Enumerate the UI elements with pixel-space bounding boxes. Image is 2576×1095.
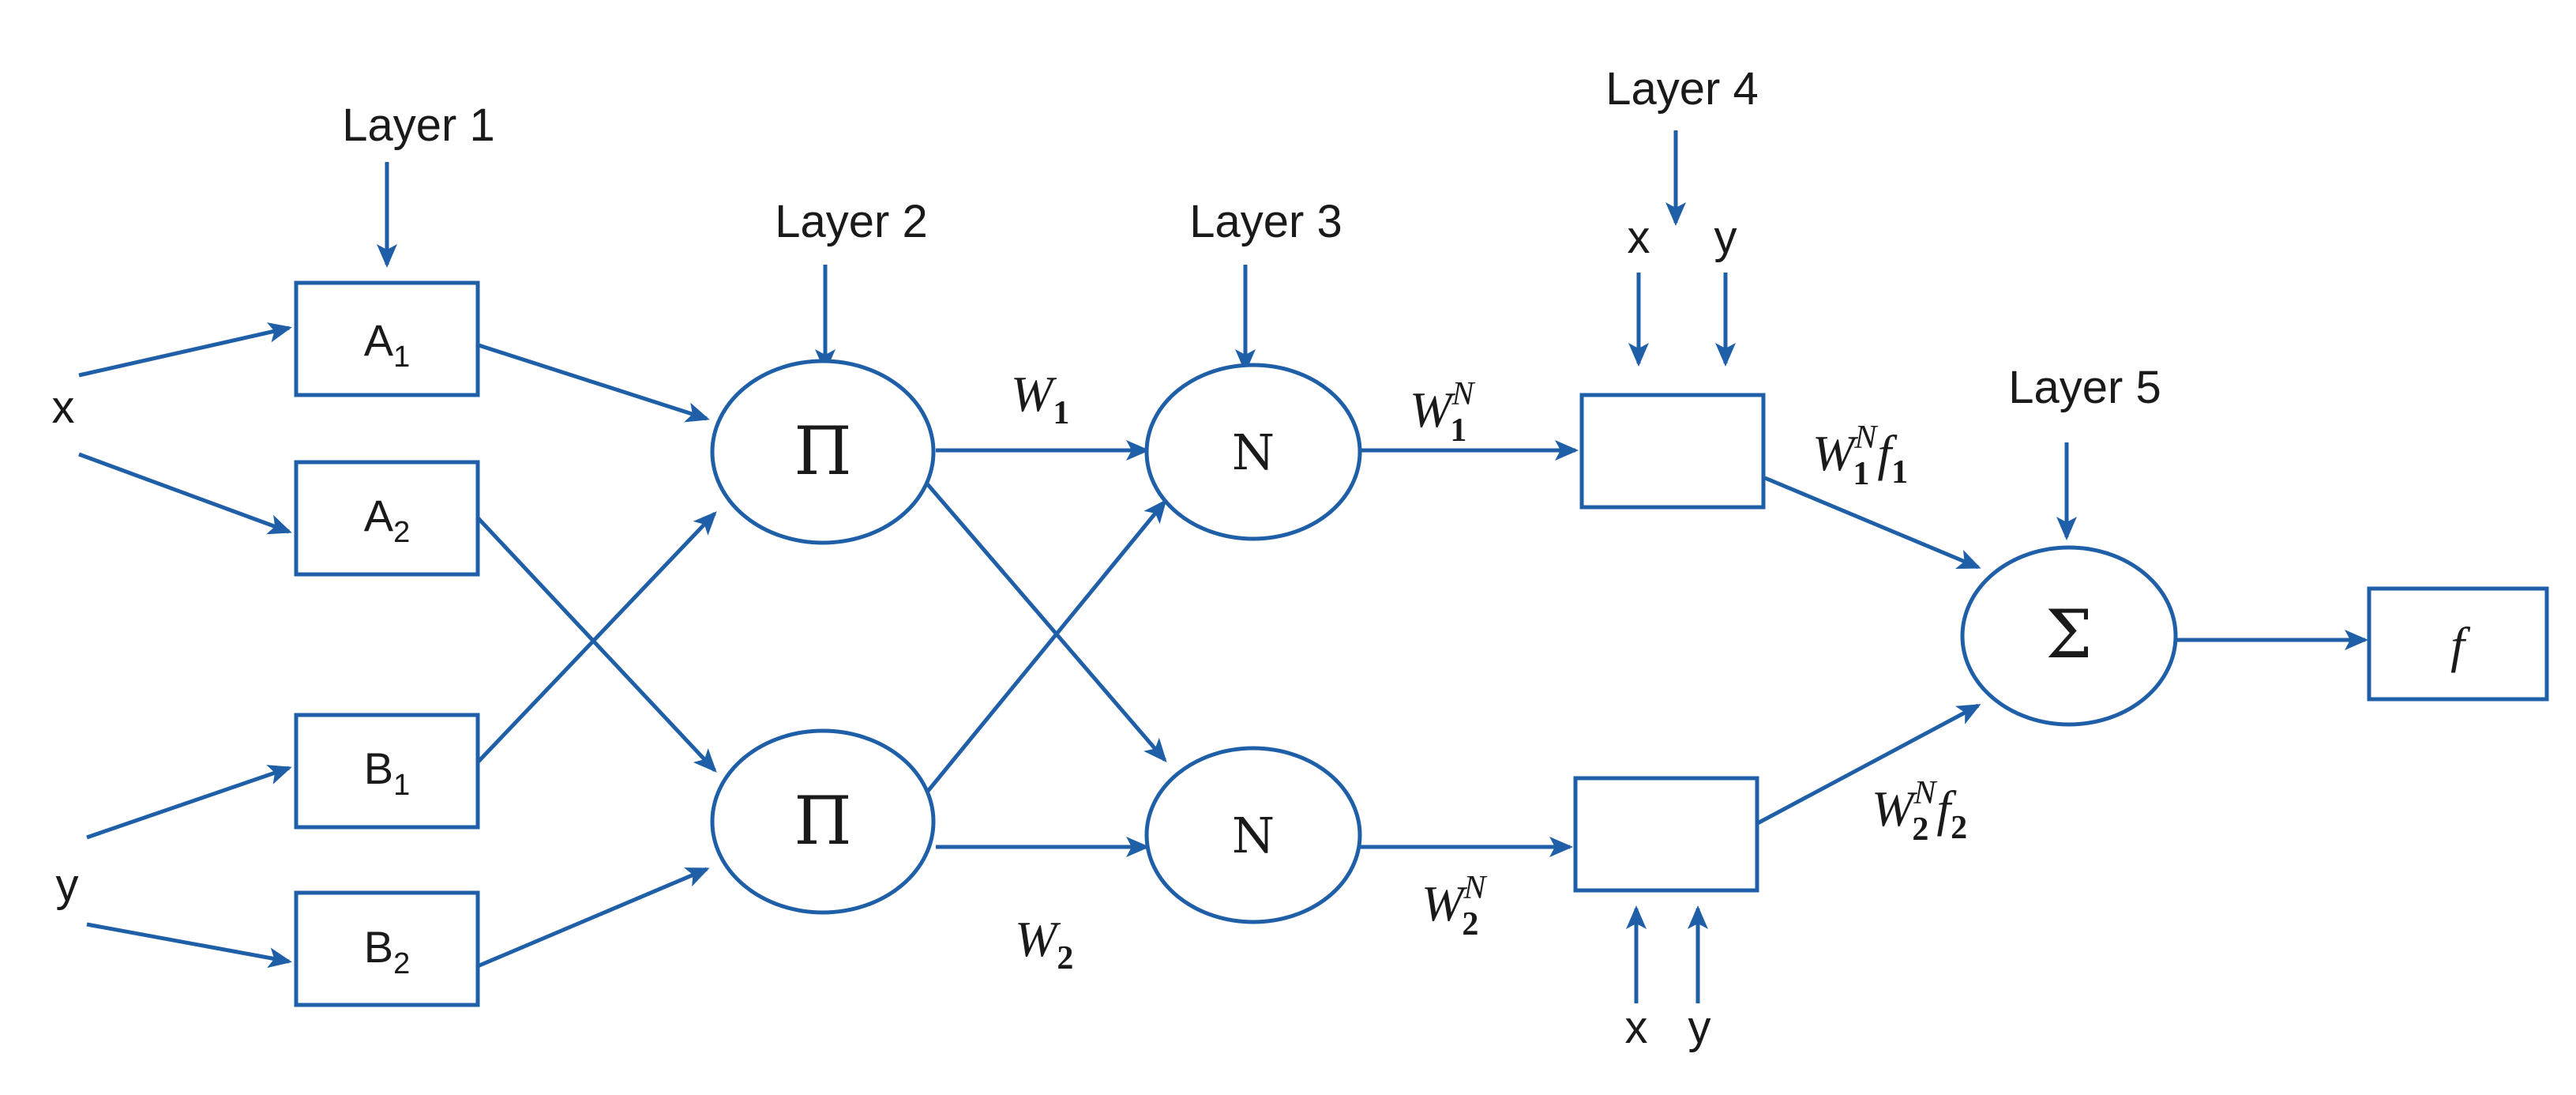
layer-3-label: Layer 3 bbox=[1189, 196, 1342, 247]
l4top-y-label: y bbox=[1714, 212, 1737, 263]
layer-5-label: Layer 5 bbox=[2008, 362, 2161, 413]
mf-box-b1 bbox=[294, 713, 480, 830]
edge-y-b2 bbox=[86, 922, 292, 969]
layer3-nodes: N N bbox=[1144, 363, 1362, 924]
mf-box-b2 bbox=[294, 890, 480, 1007]
edge-x-a2 bbox=[78, 452, 292, 535]
product-symbol-1: Π bbox=[794, 412, 851, 490]
mf-box-a2 bbox=[294, 460, 480, 577]
layer-4-label: Layer 4 bbox=[1605, 63, 1758, 115]
sum-node bbox=[1960, 545, 2178, 727]
layer1-boxes: A1 A2 B1 B2 bbox=[294, 280, 480, 1007]
mf-label-b2: B2 bbox=[364, 922, 411, 980]
edge-l4top-sum bbox=[1764, 476, 1981, 570]
mf-label-a2: A2 bbox=[364, 491, 411, 549]
layer-1-label: Layer 1 bbox=[342, 100, 494, 151]
norm-node-1 bbox=[1144, 363, 1362, 541]
input-x-label: x bbox=[52, 382, 75, 433]
edge-b1-pi1 bbox=[472, 511, 717, 768]
product-symbol-2: Π bbox=[794, 782, 851, 860]
layer-2-label: Layer 2 bbox=[775, 196, 927, 247]
edge-pi2-n1 bbox=[924, 499, 1167, 796]
product-node-2 bbox=[710, 728, 936, 915]
layer4-boxes bbox=[1573, 393, 1766, 893]
edge-b2-pi2 bbox=[473, 867, 710, 970]
mf-box-a1 bbox=[294, 280, 480, 397]
edge-x-a1 bbox=[78, 322, 292, 378]
mf-label-b1: B1 bbox=[364, 743, 411, 802]
norm-node-2 bbox=[1144, 746, 1362, 924]
sum-symbol: Σ bbox=[2045, 596, 2092, 673]
edges bbox=[78, 130, 2368, 1003]
mf-label-a1: A1 bbox=[364, 315, 411, 374]
l4top-x-label: x bbox=[1628, 212, 1650, 263]
weight-w1: W1 bbox=[1011, 366, 1069, 431]
input-labels: x y x y x y bbox=[52, 212, 1737, 1053]
consequent-box-2 bbox=[1573, 776, 1759, 893]
product-node-1 bbox=[710, 359, 936, 545]
layer2-nodes: Π Π bbox=[710, 359, 936, 915]
input-y-label: y bbox=[56, 860, 79, 911]
consequent-box-1 bbox=[1579, 393, 1766, 510]
edge-pi1-n2 bbox=[924, 480, 1167, 763]
weight-w2: W2 bbox=[1015, 911, 1073, 976]
layer5-node: Σ bbox=[1960, 545, 2178, 727]
l4bot-x-label: x bbox=[1625, 1002, 1648, 1053]
output-box bbox=[2367, 586, 2549, 702]
l4bot-y-label: y bbox=[1688, 1002, 1711, 1053]
edge-a1-pi1 bbox=[473, 341, 710, 423]
norm-symbol-1: N bbox=[1232, 423, 1275, 481]
norm-symbol-2: N bbox=[1232, 807, 1275, 864]
edge-y-b1 bbox=[86, 765, 292, 840]
layer-labels: Layer 1 Layer 2 Layer 3 Layer 4 Layer 5 bbox=[342, 63, 2161, 413]
output: f bbox=[2367, 586, 2549, 702]
edge-l4bot-sum bbox=[1752, 703, 1981, 828]
